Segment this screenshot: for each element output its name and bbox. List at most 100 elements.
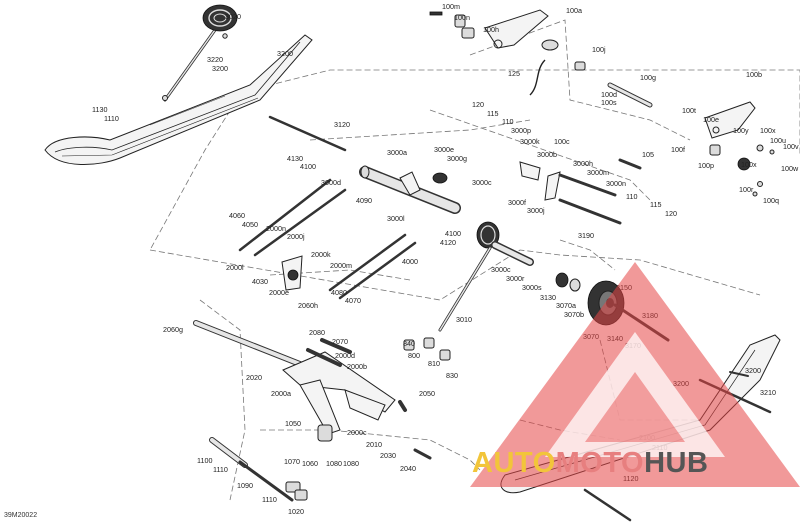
part-label-3000s: 3000s bbox=[522, 283, 542, 292]
part-label-3140: 3140 bbox=[607, 334, 623, 343]
part-label-3000d: 3000d bbox=[321, 178, 341, 187]
part-label-3000f: 3000f bbox=[508, 198, 526, 207]
part-label-1060: 1060 bbox=[302, 459, 318, 468]
part-label-4070: 4070 bbox=[345, 296, 361, 305]
part-label-3000r: 3000r bbox=[506, 274, 525, 283]
front-arm-2000 bbox=[193, 320, 396, 442]
part-label-100f: 100f bbox=[671, 145, 685, 154]
part-label-3000l: 3000l bbox=[387, 214, 405, 223]
part-label-120a: 120 bbox=[472, 100, 484, 109]
part-label-110b: 110 bbox=[626, 192, 637, 201]
part-label-2060h: 2060h bbox=[298, 301, 318, 310]
part-label-4030: 4030 bbox=[252, 277, 268, 286]
part-label-3000c2: 3000c bbox=[491, 265, 511, 274]
part-label-100x1: 100x bbox=[760, 126, 776, 135]
part-label-2000k: 2000k bbox=[311, 250, 331, 259]
part-label-2050: 2050 bbox=[419, 389, 435, 398]
part-label-2000c: 2000c bbox=[347, 428, 367, 437]
assembly-outline bbox=[149, 19, 800, 501]
bracket-100a bbox=[429, 9, 653, 108]
part-label-1110b: 1110 bbox=[213, 465, 228, 474]
part-number-labels: 302032203200320011301110100m100n100a100h… bbox=[92, 2, 799, 516]
spring-3000c bbox=[438, 221, 534, 332]
part-label-4130: 4130 bbox=[287, 154, 303, 163]
part-label-100p: 100p bbox=[698, 161, 714, 170]
part-label-3000b: 3000b bbox=[537, 150, 557, 159]
part-label-2000j: 2000j bbox=[287, 232, 305, 241]
part-label-100m: 100m bbox=[442, 2, 460, 11]
part-label-2040: 2040 bbox=[400, 464, 416, 473]
watermark-moto: MOTO bbox=[555, 447, 645, 479]
spring-3020 bbox=[162, 4, 238, 102]
part-label-3000n: 3000n bbox=[606, 179, 626, 188]
part-label-115a: 115 bbox=[487, 109, 498, 118]
part-label-2020: 2020 bbox=[246, 373, 262, 382]
part-label-100t: 100t bbox=[682, 106, 696, 115]
part-label-100e: 100e bbox=[703, 115, 719, 124]
part-label-3020: 3020 bbox=[225, 12, 241, 21]
part-label-100d: 100d bbox=[601, 90, 617, 99]
watermark-text: AUTOMOTOHUB bbox=[472, 447, 708, 480]
part-label-3000c1: 3000c bbox=[472, 178, 492, 187]
part-label-1090: 1090 bbox=[237, 481, 253, 490]
part-label-2010: 2010 bbox=[366, 440, 382, 449]
part-label-1020: 1020 bbox=[288, 507, 304, 516]
part-label-2000d: 2000d bbox=[335, 351, 355, 360]
swing-frame-3000 bbox=[268, 115, 642, 225]
part-label-120b: 120 bbox=[665, 209, 677, 218]
part-label-3210: 3210 bbox=[760, 388, 776, 397]
part-label-100n: 100n bbox=[454, 13, 470, 22]
part-label-4120: 4120 bbox=[440, 238, 456, 247]
part-label-100x2: 100x bbox=[741, 160, 757, 169]
part-label-4060: 4060 bbox=[229, 211, 245, 220]
part-label-125: 125 bbox=[508, 69, 520, 78]
part-label-2000n: 2000n bbox=[266, 224, 286, 233]
part-label-2000l: 2000l bbox=[226, 263, 244, 272]
part-label-3200b: 3200 bbox=[277, 49, 293, 58]
part-label-830: 830 bbox=[446, 371, 458, 380]
part-label-840: 840 bbox=[403, 339, 415, 348]
part-label-3070b: 3070b bbox=[564, 310, 584, 319]
part-label-2000b: 2000b bbox=[347, 362, 367, 371]
part-label-4000: 4000 bbox=[402, 257, 418, 266]
part-label-100b: 100b bbox=[746, 70, 762, 79]
part-label-115b: 115 bbox=[650, 200, 661, 209]
part-label-3190: 3190 bbox=[578, 231, 594, 240]
part-label-100q: 100q bbox=[763, 196, 779, 205]
part-label-2000e: 2000e bbox=[269, 288, 289, 297]
part-label-100a: 100a bbox=[566, 6, 582, 15]
part-label-3000h: 3000h bbox=[573, 159, 593, 168]
part-label-3220: 3220 bbox=[207, 55, 223, 64]
part-label-1110c: 1110 bbox=[262, 495, 277, 504]
part-label-3170: 3170 bbox=[625, 341, 641, 350]
part-label-3120: 3120 bbox=[334, 120, 350, 129]
part-label-2000a: 2000a bbox=[271, 389, 291, 398]
part-label-1050: 1050 bbox=[285, 419, 301, 428]
part-label-100c: 100c bbox=[554, 137, 570, 146]
part-label-100g: 100g bbox=[640, 73, 656, 82]
part-label-100u: 100u bbox=[770, 136, 786, 145]
part-label-100y: 100y bbox=[733, 126, 749, 135]
bottom-shafts bbox=[209, 337, 632, 522]
part-label-3000e: 3000e bbox=[434, 145, 454, 154]
part-label-3150: 3150 bbox=[616, 283, 632, 292]
front-rail bbox=[44, 34, 313, 165]
part-label-3010: 3010 bbox=[456, 315, 472, 324]
watermark-hub: HUB bbox=[644, 447, 709, 479]
part-label-3200c: 3200 bbox=[745, 366, 761, 375]
part-label-3000m: 3000m bbox=[587, 168, 609, 177]
part-label-810: 810 bbox=[428, 359, 440, 368]
part-label-3000k: 3000k bbox=[520, 137, 540, 146]
part-label-2080: 2080 bbox=[309, 328, 325, 337]
linkage-rods bbox=[238, 178, 417, 300]
watermark-auto: AUTO bbox=[472, 447, 556, 479]
part-label-2070: 2070 bbox=[332, 337, 348, 346]
part-label-2100: 2100 bbox=[639, 433, 655, 442]
part-label-2060g: 2060g bbox=[163, 325, 183, 334]
part-label-1100: 1100 bbox=[197, 456, 212, 465]
part-label-3070a: 3070a bbox=[556, 301, 576, 310]
part-label-4100a: 4100 bbox=[300, 162, 316, 171]
part-label-800: 800 bbox=[408, 351, 420, 360]
part-label-3130: 3130 bbox=[540, 293, 556, 302]
part-label-3000a: 3000a bbox=[387, 148, 407, 157]
